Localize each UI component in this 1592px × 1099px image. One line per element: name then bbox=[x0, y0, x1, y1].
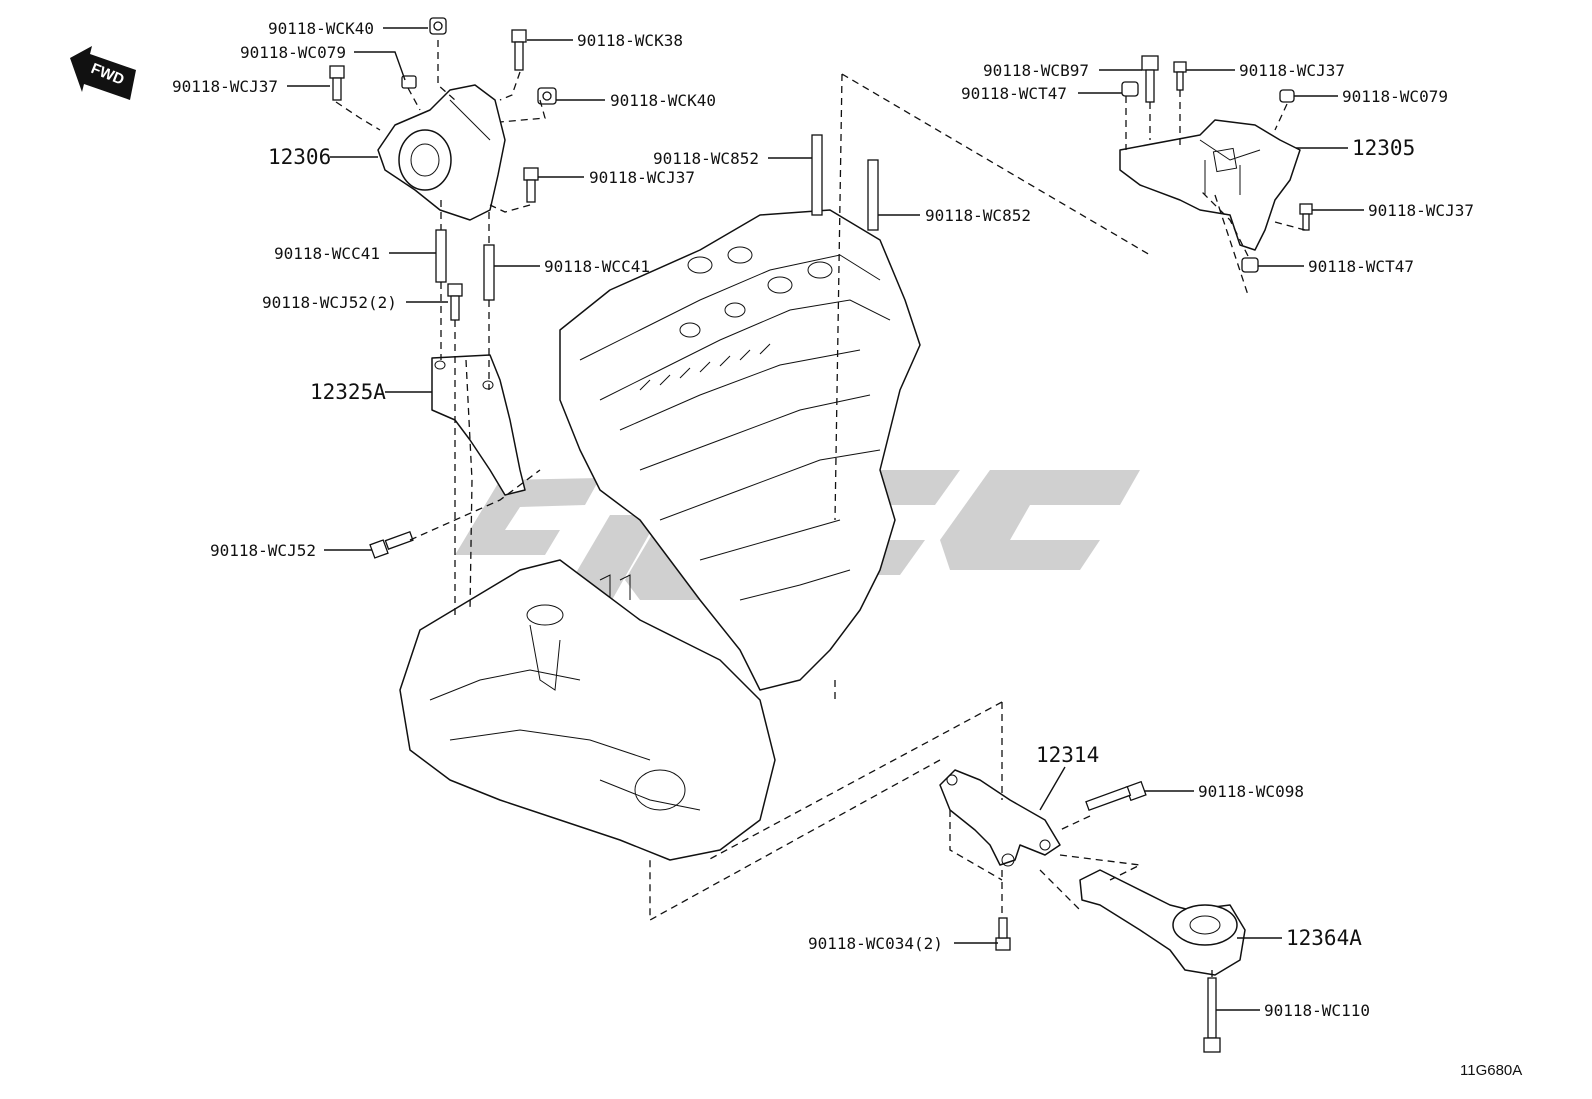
fasteners bbox=[329, 17, 1313, 1053]
bolt-wc098 bbox=[1085, 780, 1147, 812]
callout-c12: 90118-WCJ52(2) bbox=[262, 293, 397, 312]
bolt-wcj52-2 bbox=[447, 283, 463, 321]
fwd-arrow-icon: FWD bbox=[70, 46, 136, 100]
callout-c9: 90118-WC852 bbox=[925, 206, 1031, 225]
bolt-wc034-2 bbox=[995, 917, 1011, 951]
nut-wct47-bottom bbox=[1241, 257, 1259, 273]
callout-c26: 90118-WC110 bbox=[1264, 1001, 1370, 1020]
callout-c14: 90118-WCJ52 bbox=[210, 541, 316, 560]
bolt-wcb97 bbox=[1141, 55, 1159, 103]
callout-c8: 90118-WC852 bbox=[653, 149, 759, 168]
callout-c4: 90118-WCK38 bbox=[577, 31, 683, 50]
alignment-lines bbox=[335, 40, 1306, 980]
callout-labels: 90118-WCK40 90118-WC079 90118-WCJ37 9011… bbox=[172, 19, 1474, 1020]
stud-wcc41-b bbox=[483, 244, 495, 301]
callout-c7: 90118-WCJ37 bbox=[589, 168, 695, 187]
callout-c1: 90118-WCK40 bbox=[268, 19, 374, 38]
bracket-12314 bbox=[939, 769, 1061, 867]
nut-wck40-top bbox=[429, 17, 447, 35]
diagram-ref-code: 11G680A bbox=[1460, 1062, 1522, 1079]
engine-block bbox=[559, 209, 921, 691]
leader-lines bbox=[287, 27, 1364, 1011]
callout-c10: 90118-WCC41 bbox=[274, 244, 380, 263]
callout-c15: 90118-WCB97 bbox=[983, 61, 1089, 80]
transmission-case bbox=[399, 559, 776, 861]
callout-c21: 90118-WCT47 bbox=[1308, 257, 1414, 276]
callout-c24: 12364A bbox=[1286, 926, 1362, 950]
callout-c3: 90118-WCJ37 bbox=[172, 77, 278, 96]
callout-c23: 90118-WC098 bbox=[1198, 782, 1304, 801]
callout-c16: 90118-WCJ37 bbox=[1239, 61, 1345, 80]
bolt-wcj37-mid bbox=[523, 167, 539, 203]
mount-12306 bbox=[377, 84, 506, 221]
callout-c11: 90118-WCC41 bbox=[544, 257, 650, 276]
nut-wck40-right bbox=[537, 87, 557, 105]
bolt-wcj37-right-top bbox=[1173, 61, 1187, 91]
callout-c22: 12314 bbox=[1036, 743, 1099, 767]
mount-12305 bbox=[1119, 119, 1301, 251]
nut-wc079-right bbox=[1279, 89, 1295, 103]
bolt-wcj52 bbox=[369, 530, 414, 559]
callout-c18: 90118-WC079 bbox=[1342, 87, 1448, 106]
stud-wc852-a bbox=[811, 134, 823, 216]
stud-wcc41-a bbox=[435, 229, 447, 283]
callout-c2: 90118-WC079 bbox=[240, 43, 346, 62]
bolt-wcj37-left bbox=[329, 65, 345, 101]
callout-c20: 90118-WCJ37 bbox=[1368, 201, 1474, 220]
stud-wc852-b bbox=[867, 159, 879, 231]
callout-c5: 90118-WCK40 bbox=[610, 91, 716, 110]
callout-c13: 12325A bbox=[310, 380, 386, 404]
callout-c19: 12305 bbox=[1352, 136, 1415, 160]
callout-c17: 90118-WCT47 bbox=[961, 84, 1067, 103]
bracket-12325A bbox=[431, 354, 526, 496]
bolt-wcj37-right bbox=[1299, 203, 1313, 231]
callout-c25: 90118-WC034(2) bbox=[808, 934, 943, 953]
callout-c6: 12306 bbox=[268, 145, 331, 169]
bolt-wc110 bbox=[1203, 977, 1221, 1053]
nut-wct47-top bbox=[1121, 81, 1139, 97]
nut-wc079-left bbox=[401, 75, 417, 89]
rod-12364A bbox=[1079, 869, 1246, 976]
bolt-wck38 bbox=[511, 29, 527, 71]
